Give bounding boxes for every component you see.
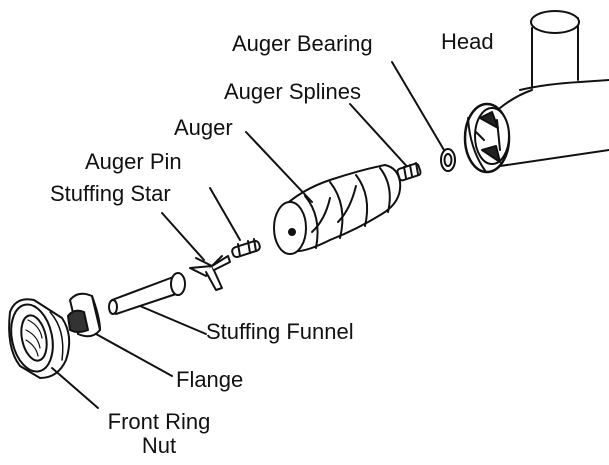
label-auger-bearing: Auger Bearing [232,31,373,56]
label-front-ring-nut-line2: Nut [141,433,177,458]
auger-pin-part [209,187,261,259]
label-stuffing-funnel: Stuffing Funnel [206,319,354,344]
flange-part [67,292,173,377]
label-head: Head [441,29,494,54]
label-flange: Flange [176,367,244,392]
front-ring-nut-part [8,298,99,409]
label-auger: Auger [174,115,233,140]
stuffing-star-part [161,212,231,291]
auger-part [245,131,422,255]
label-front-ring-nut: Front Ring Nut [94,410,224,458]
label-stuffing-star: Stuffing Star [50,181,171,206]
label-auger-pin: Auger Pin [85,149,182,174]
label-front-ring-nut-line1: Front Ring [107,409,211,434]
head-part [463,10,609,174]
label-auger-splines: Auger Splines [224,79,361,104]
stuffing-funnel-part [108,272,207,335]
auger-bearing-part [391,61,456,172]
